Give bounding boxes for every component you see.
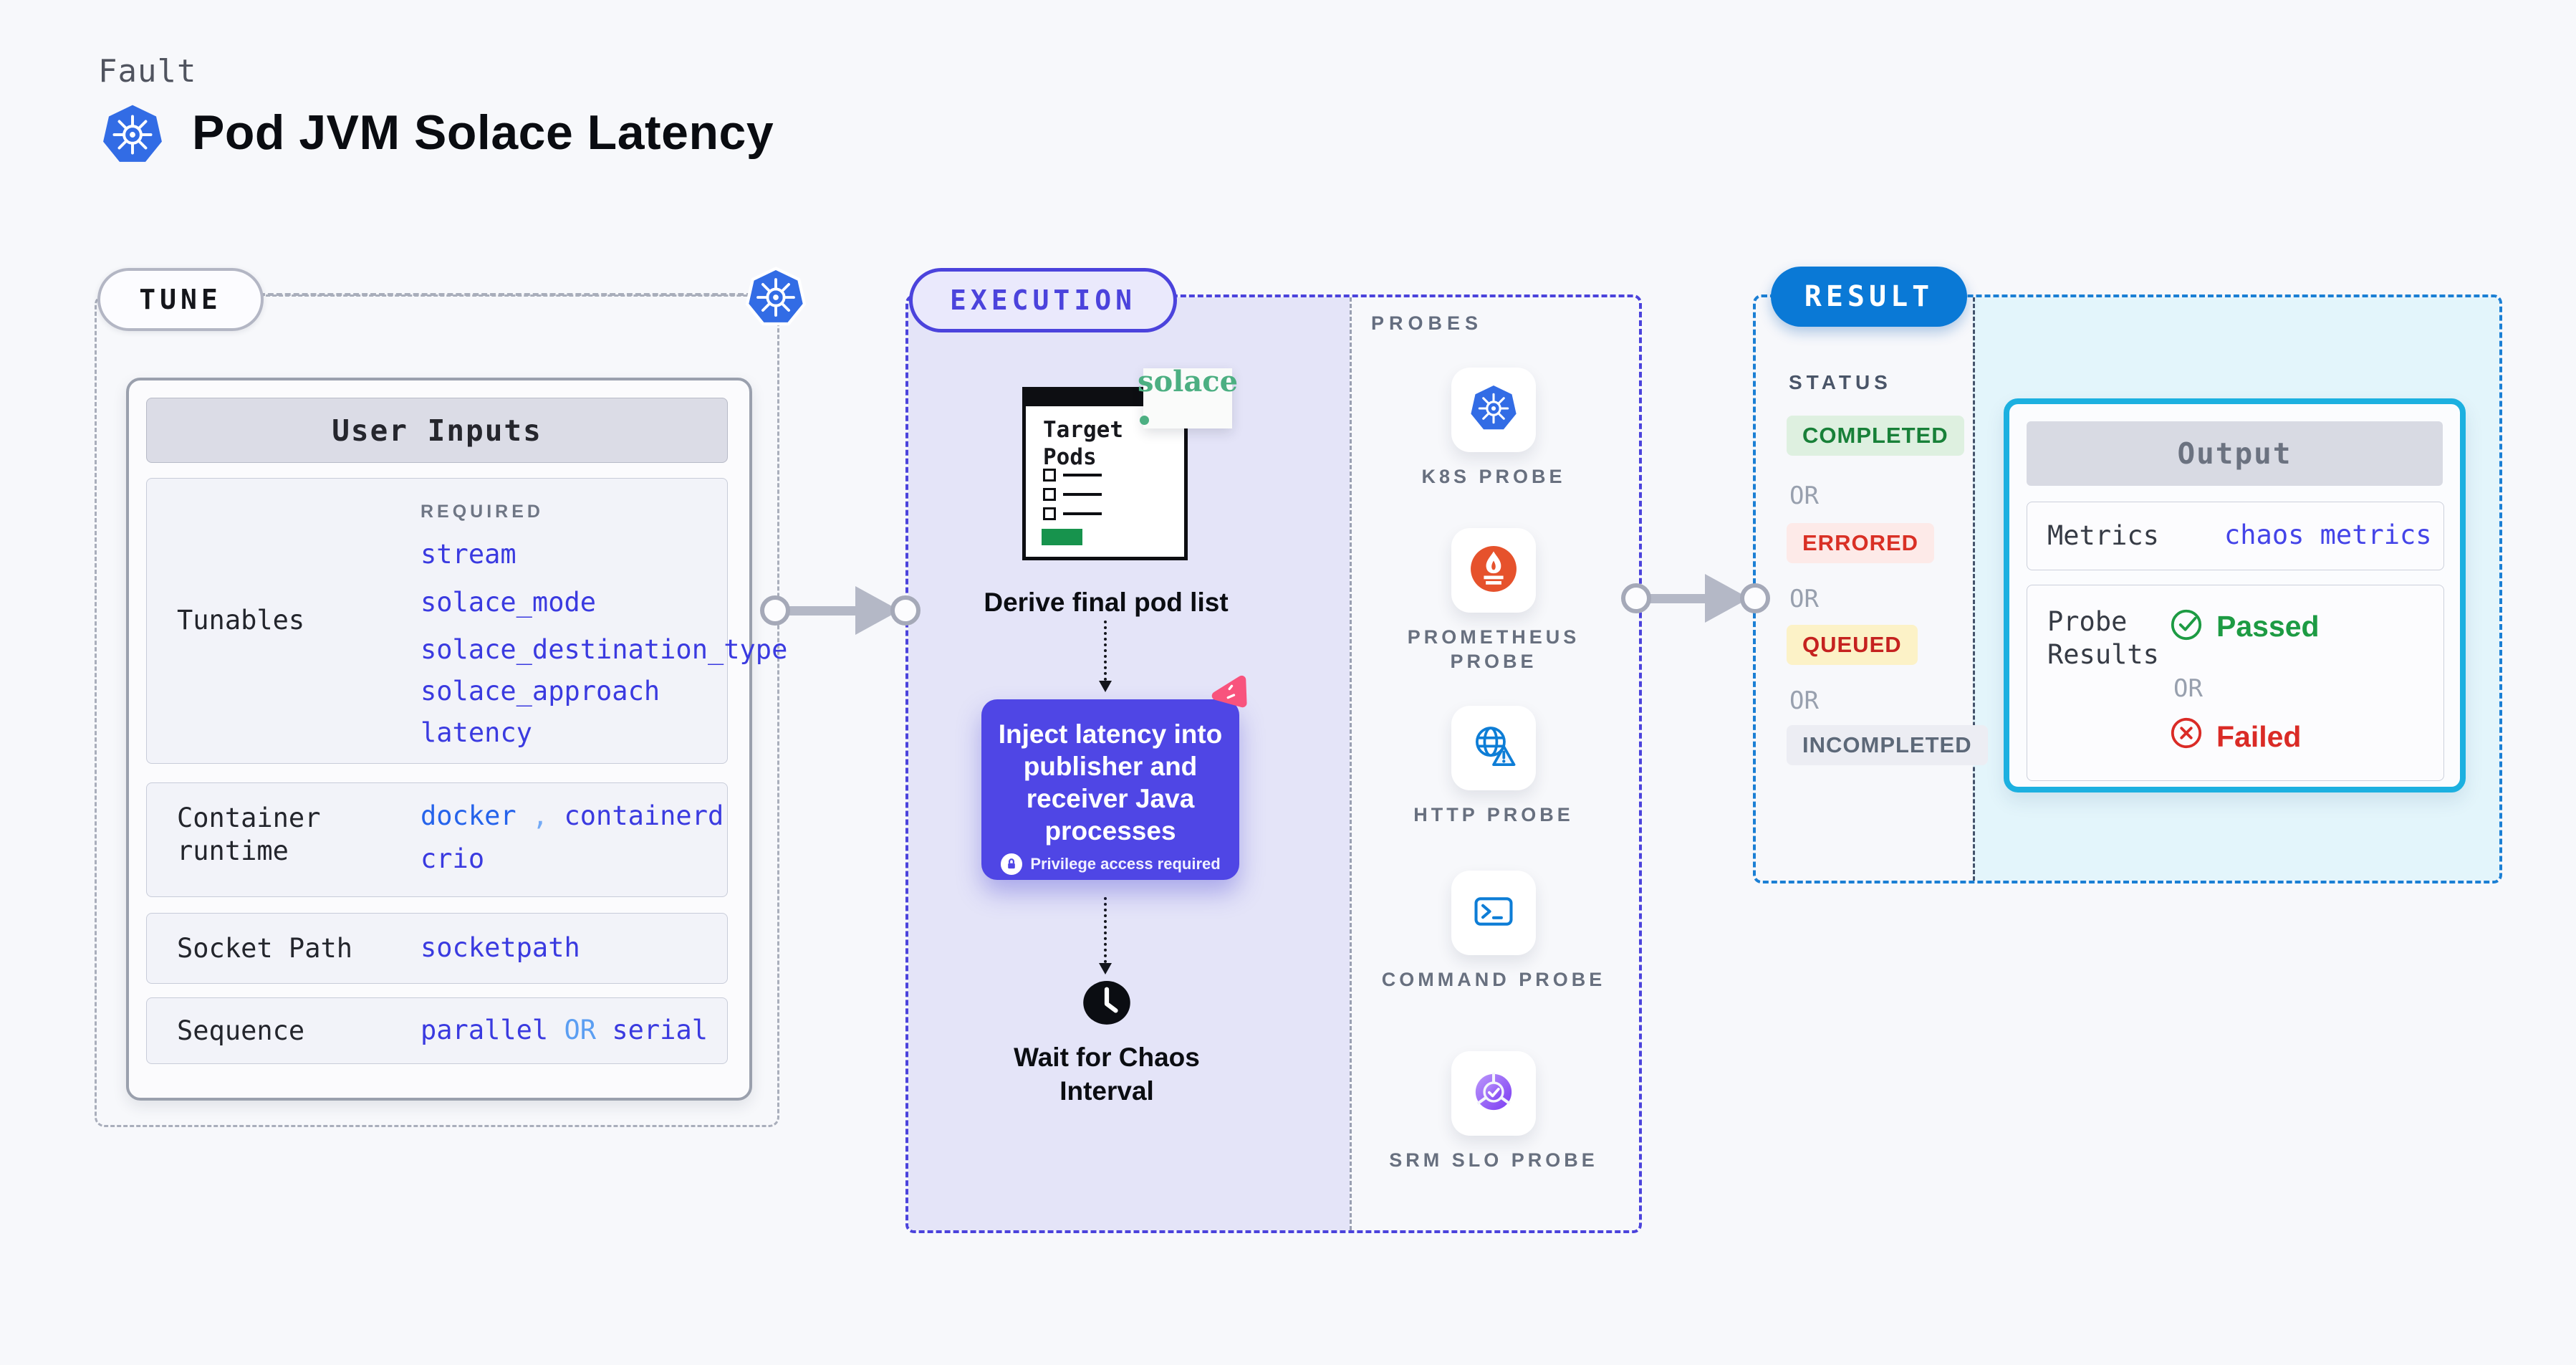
probe-label: PROMETHEUS PROBE [1407,626,1580,672]
status-or: OR [1789,585,1819,613]
pod-checkbox [1043,507,1056,520]
status-section-label: STATUS [1789,371,1892,393]
privilege-note: Privilege access required [1030,855,1221,873]
container-runtime-row: Container runtime docker , containerd cr… [146,782,728,897]
metrics-value: chaos metrics [2224,519,2432,550]
solace-logo: solace [1138,365,1238,428]
connector-port [1621,583,1651,613]
http-globe-icon [1469,722,1518,775]
target-pods-title: Target Pods [1043,417,1123,470]
pod-checkbox [1043,469,1056,482]
runtime-value: docker [420,800,516,831]
socket-path-row: Socket Path socketpath [146,913,728,984]
sequence-option: serial [612,1015,708,1045]
tune-section [95,294,779,1127]
pod-line [1063,493,1102,496]
lock-icon [1000,853,1023,876]
connector-port [760,595,790,626]
pod-line [1063,474,1102,476]
passed-label: Passed [2216,610,2320,643]
k8s-probe-card [1451,368,1536,452]
user-inputs-card: User Inputs Tunables REQUIRED stream sol… [126,378,787,1101]
user-inputs-title: User Inputs [146,398,728,463]
flow-dotted-line [1104,897,1107,963]
output-card: Output Metrics chaos metrics Probe Resul… [2004,398,2466,792]
status-badge: INCOMPLETED [1787,725,1988,765]
wait-chaos-interval-step: Wait for Chaos Interval [1014,1043,1200,1106]
probe-results-label: Probe Results [2047,606,2159,670]
result-divider [1973,297,1975,881]
execution-pill: EXECUTION [909,268,1177,332]
metrics-row: Metrics chaos metrics [2027,502,2444,570]
sequence-label: Sequence [177,1015,305,1046]
probe-results-row: Probe Results Passed OR Failed [2027,585,2444,781]
sequence-or: OR [564,1015,597,1045]
pod-line [1063,512,1102,515]
tunable-value: stream [420,539,516,570]
x-circle-icon [2169,716,2203,750]
tunables-label: Tunables [177,605,305,636]
tunable-value: solace_destination_type [420,634,788,665]
pod-checkbox [1043,488,1056,501]
status-badge: QUEUED [1787,625,1918,665]
srm-slo-icon [1469,1068,1518,1120]
sequence-row: Sequence parallel OR serial [146,997,728,1064]
tune-pill: TUNE [97,268,264,331]
probes-divider [1350,297,1352,1230]
selected-pods-bar [1042,529,1082,545]
status-or: OR [1789,482,1819,510]
required-tag: REQUIRED [420,502,544,522]
runtime-value: containerd [564,800,724,831]
status-or: OR [1789,686,1819,715]
flow-arrowhead-icon [1099,963,1112,974]
sequence-option: parallel [420,1015,549,1045]
tunable-value: solace_approach [420,676,660,707]
command-probe-card [1451,871,1536,955]
socket-path-label: Socket Path [177,933,353,964]
http-probe-card [1451,706,1536,790]
tunable-value: latency [420,717,532,748]
socket-path-value: socketpath [420,932,580,963]
failed-label: Failed [2216,720,2302,753]
status-badge: ERRORED [1787,523,1935,563]
kubernetes-icon [101,103,164,166]
runtime-separator: , [532,800,549,831]
check-circle-icon [2169,607,2203,641]
page-title: Pod JVM Solace Latency [192,105,774,160]
probe-label: HTTP PROBE [1413,804,1574,825]
runtime-value: crio [420,843,485,874]
derive-pod-list-step: Derive final pod list [984,588,1229,617]
flow-arrowhead-icon [1099,681,1112,692]
chaos-icon [1208,673,1251,715]
probe-label: K8S PROBE [1421,466,1566,487]
connector-port [1740,583,1770,613]
tunable-value: solace_mode [420,587,597,618]
container-runtime-values: docker , containerd [420,800,724,831]
sequence-value: parallel OR serial [420,1015,708,1045]
flow-dotted-line [1104,621,1107,681]
kubernetes-icon [745,267,807,328]
prometheus-icon [1469,545,1518,597]
fault-eyebrow: Fault [98,53,197,90]
terminal-icon [1469,887,1518,939]
clock-icon [1079,976,1135,1029]
probes-section-label: PROBES [1371,312,1484,334]
tunables-row: Tunables REQUIRED stream solace_mode sol… [146,478,787,764]
probe-label: SRM SLO PROBE [1389,1149,1598,1171]
output-title: Output [2027,421,2443,486]
metrics-label: Metrics [2047,520,2159,551]
status-badge: COMPLETED [1787,416,1964,456]
prometheus-probe-card [1451,528,1536,613]
connector-port [890,595,921,626]
container-runtime-label: Container runtime [177,803,321,866]
result-pill: RESULT [1771,267,1967,327]
srm-slo-probe-card [1451,1051,1536,1136]
kubernetes-icon [1469,384,1518,436]
inject-latency-step: Inject latency into publisher and receiv… [981,699,1239,880]
probe-or: OR [2173,674,2203,703]
probe-label: COMMAND PROBE [1381,969,1606,990]
